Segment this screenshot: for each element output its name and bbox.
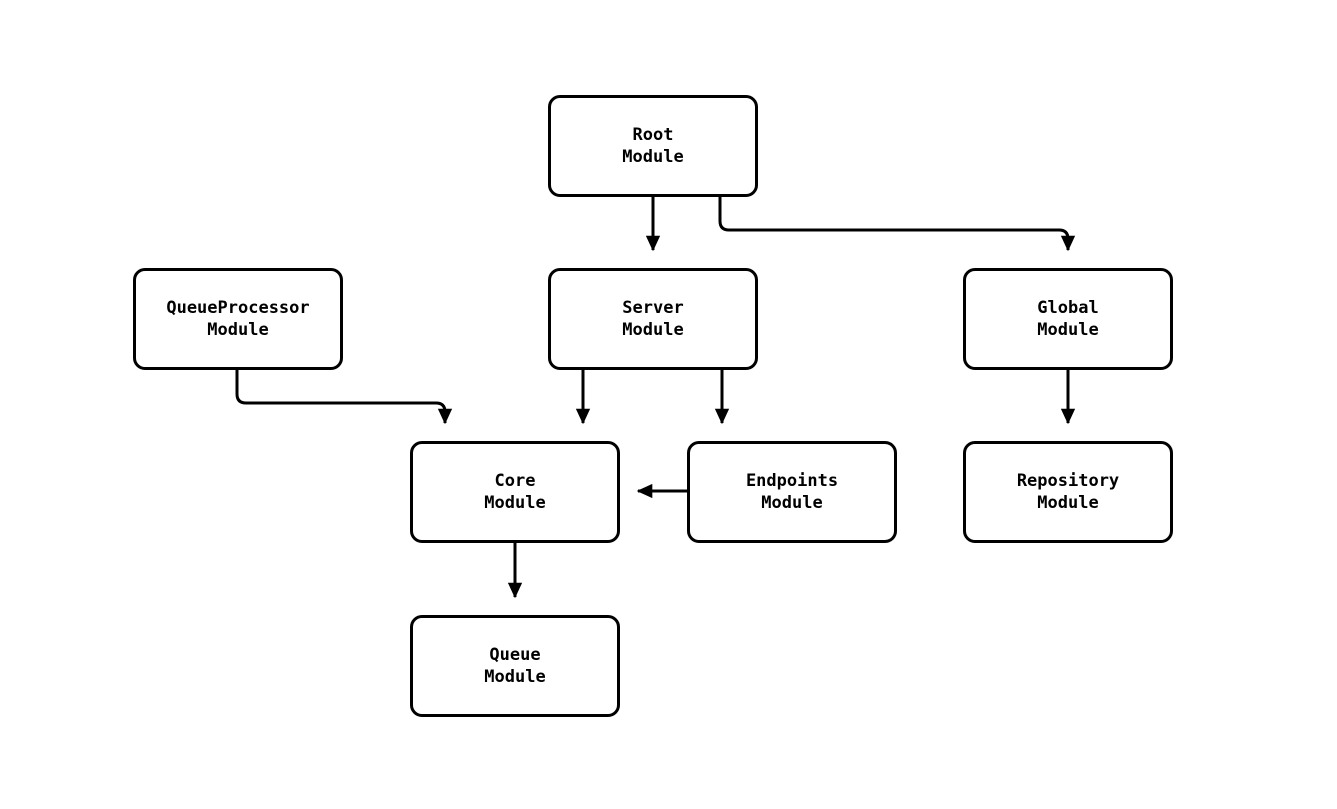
edge-queueprocessor-to-core: [235, 370, 453, 425]
node-endpoints-module[interactable]: Endpoints Module: [687, 441, 897, 543]
node-root-module[interactable]: Root Module: [548, 95, 758, 197]
node-queueprocessor-module[interactable]: QueueProcessor Module: [133, 268, 343, 370]
node-repository-module[interactable]: Repository Module: [963, 441, 1173, 543]
node-root-module-label: Root Module: [622, 125, 684, 167]
node-endpoints-module-label: Endpoints Module: [745, 471, 839, 513]
node-server-module-label: Server Module: [622, 298, 684, 340]
node-global-module-label: Global Module: [1037, 298, 1099, 340]
node-global-module[interactable]: Global Module: [963, 268, 1173, 370]
node-repository-module-label: Repository Module: [1016, 471, 1120, 513]
edge-root-to-global: [718, 197, 1076, 252]
node-core-module-label: Core Module: [484, 471, 546, 513]
node-queueprocessor-module-label: QueueProcessor Module: [166, 298, 310, 340]
node-server-module[interactable]: Server Module: [548, 268, 758, 370]
node-queue-module-label: Queue Module: [484, 645, 546, 687]
node-queue-module[interactable]: Queue Module: [410, 615, 620, 717]
node-core-module[interactable]: Core Module: [410, 441, 620, 543]
